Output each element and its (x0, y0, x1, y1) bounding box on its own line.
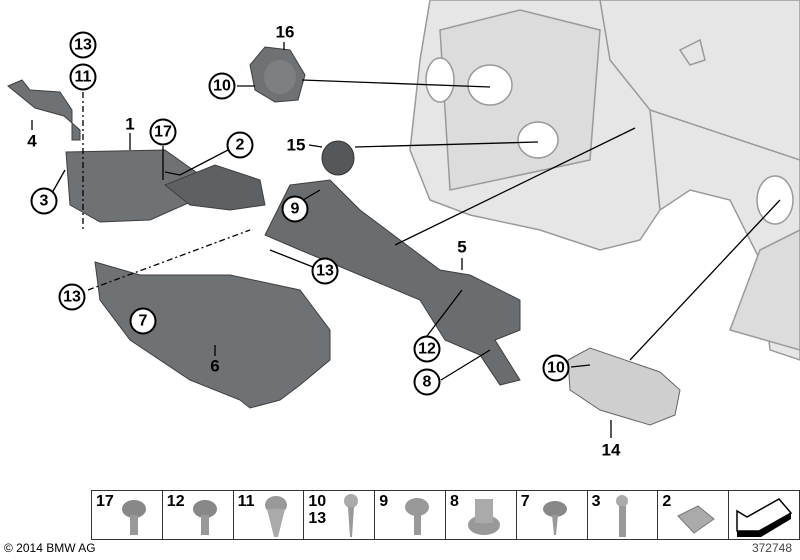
callout-7: 7 (129, 307, 157, 335)
part-6-panel (94, 261, 331, 409)
hex-collar-nut-icon (467, 499, 500, 535)
callout-13: 13 (311, 257, 339, 285)
copyright: © 2014 BMW AG (4, 541, 96, 555)
fastener-11: 11 (234, 491, 305, 539)
callout-12: 12 (413, 335, 441, 363)
hex-bolt-with-washer-icon (542, 501, 567, 535)
callout-4: 4 (27, 131, 37, 151)
callout-1: 1 (125, 114, 135, 134)
fastener-7: 7 (517, 491, 588, 539)
fastener-label: 11 (237, 493, 255, 510)
fastener-legend: 17 12 11 10 13 9 8 7 3 2 (91, 490, 800, 540)
callout-13: 13 (69, 31, 97, 59)
clip-nut-icon (677, 505, 716, 534)
part-1-shield (65, 149, 201, 223)
leader-lines (31, 42, 781, 438)
callout-9: 9 (281, 195, 309, 223)
fastener-3: 3 (588, 491, 659, 539)
callout-17: 17 (149, 118, 177, 146)
fastener-12: 12 (163, 491, 234, 539)
fastener-label: 9 (379, 493, 389, 510)
fastener-label: 10 13 (308, 493, 327, 527)
torx-bolt-icon (615, 495, 628, 537)
callout-10: 10 (208, 72, 236, 100)
fastener-2: 2 (658, 491, 730, 539)
fastener-label: 3 (591, 493, 601, 510)
direction-arrow-cell (729, 491, 799, 539)
part-2-duct (164, 164, 266, 211)
callout-6: 6 (210, 356, 220, 376)
sheet-metal-screw-icon (344, 494, 359, 537)
callout-8: 8 (413, 368, 441, 396)
callout-13: 13 (58, 283, 86, 311)
callout-3: 3 (30, 187, 58, 215)
part-14-cover (567, 347, 681, 426)
callout-5: 5 (457, 237, 467, 257)
document-number: 372748 (751, 541, 792, 555)
torx-bolt-with-washer-icon (405, 498, 430, 535)
fastener-label: 12 (166, 493, 185, 510)
fastener-17: 17 (92, 491, 163, 539)
fastener-8: 8 (446, 491, 517, 539)
fastener-label: 7 (520, 493, 530, 510)
callout-16: 16 (275, 22, 295, 42)
fastener-9: 9 (375, 491, 446, 539)
callout-2: 2 (226, 131, 254, 159)
expanding-rivet-icon (264, 496, 287, 537)
callout-11: 11 (69, 63, 97, 91)
callout-10: 10 (542, 354, 570, 382)
callout-14: 14 (601, 440, 621, 460)
direction-arrow-icon (736, 498, 793, 537)
part-15-grommet (321, 140, 355, 176)
part-5-channel (264, 179, 521, 386)
fastener-label: 8 (449, 493, 459, 510)
exploded-view-illustration (7, 0, 800, 438)
fastener-label: 17 (96, 493, 114, 510)
front-body-structure (409, 0, 800, 361)
hex-bolt-with-washer-icon (122, 500, 146, 535)
fastener-10-13: 10 13 (304, 491, 376, 539)
fastener-label: 2 (662, 493, 672, 510)
hex-bolt-with-washer-icon (192, 500, 217, 535)
part-4-bracket (7, 79, 81, 141)
part-16-cover (249, 46, 306, 103)
callout-15: 15 (286, 135, 306, 155)
